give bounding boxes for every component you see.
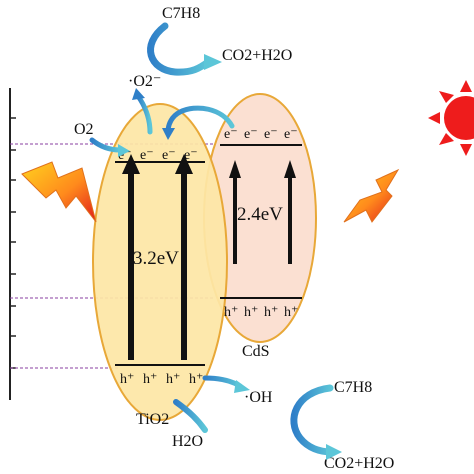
cds-band-gap: 2.4eV bbox=[237, 204, 283, 225]
tio2-hole: h⁺ bbox=[120, 372, 134, 387]
lightning-icon bbox=[21, 161, 97, 223]
cds-electrons: e⁻ e⁻ e⁻ e⁻ bbox=[224, 127, 298, 142]
water-label: H2O bbox=[172, 433, 203, 450]
tio2-electron: e⁻ bbox=[162, 148, 176, 163]
cds-hole: h⁺ bbox=[264, 305, 278, 320]
tio2-hole: h⁺ bbox=[166, 372, 180, 387]
lightning-icon bbox=[343, 168, 400, 223]
o2-label: O2 bbox=[74, 121, 94, 138]
cds-hole: h⁺ bbox=[284, 305, 298, 320]
tio2-electron: e⁻ bbox=[140, 148, 154, 163]
superoxide-label: ·O2⁻ bbox=[128, 73, 161, 90]
cds-electron: e⁻ bbox=[244, 127, 258, 142]
cds-holes: h⁺ h⁺ h⁺ h⁺ bbox=[224, 305, 298, 320]
cds-hole: h⁺ bbox=[244, 305, 258, 320]
products-top: CO2+H2O bbox=[222, 47, 292, 64]
cds-label: CdS bbox=[242, 343, 270, 360]
tio2-label: TiO2 bbox=[136, 411, 169, 428]
cds-electron: e⁻ bbox=[264, 127, 278, 142]
toluene-bottom: C7H8 bbox=[334, 379, 372, 396]
reaction-arrows bbox=[89, 22, 342, 460]
excitation-arrows bbox=[122, 154, 296, 360]
tio2-ellipse bbox=[92, 103, 228, 421]
energy-axis bbox=[9, 88, 16, 400]
hydroxyl-label: ·OH bbox=[244, 389, 273, 406]
tio2-hole: h⁺ bbox=[143, 372, 157, 387]
sun-icon bbox=[428, 80, 474, 156]
toluene-top: C7H8 bbox=[162, 5, 200, 22]
tio2-hole: h⁺ bbox=[189, 372, 203, 387]
cds-electron: e⁻ bbox=[224, 127, 238, 142]
products-bottom: CO2+H2O bbox=[324, 455, 394, 472]
cds-hole: h⁺ bbox=[224, 305, 238, 320]
tio2-holes: h⁺ h⁺ h⁺ h⁺ bbox=[120, 372, 203, 387]
tio2-electron: e⁻ bbox=[184, 148, 198, 163]
cds-electron: e⁻ bbox=[284, 127, 298, 142]
tio2-band-gap: 3.2eV bbox=[133, 248, 179, 269]
